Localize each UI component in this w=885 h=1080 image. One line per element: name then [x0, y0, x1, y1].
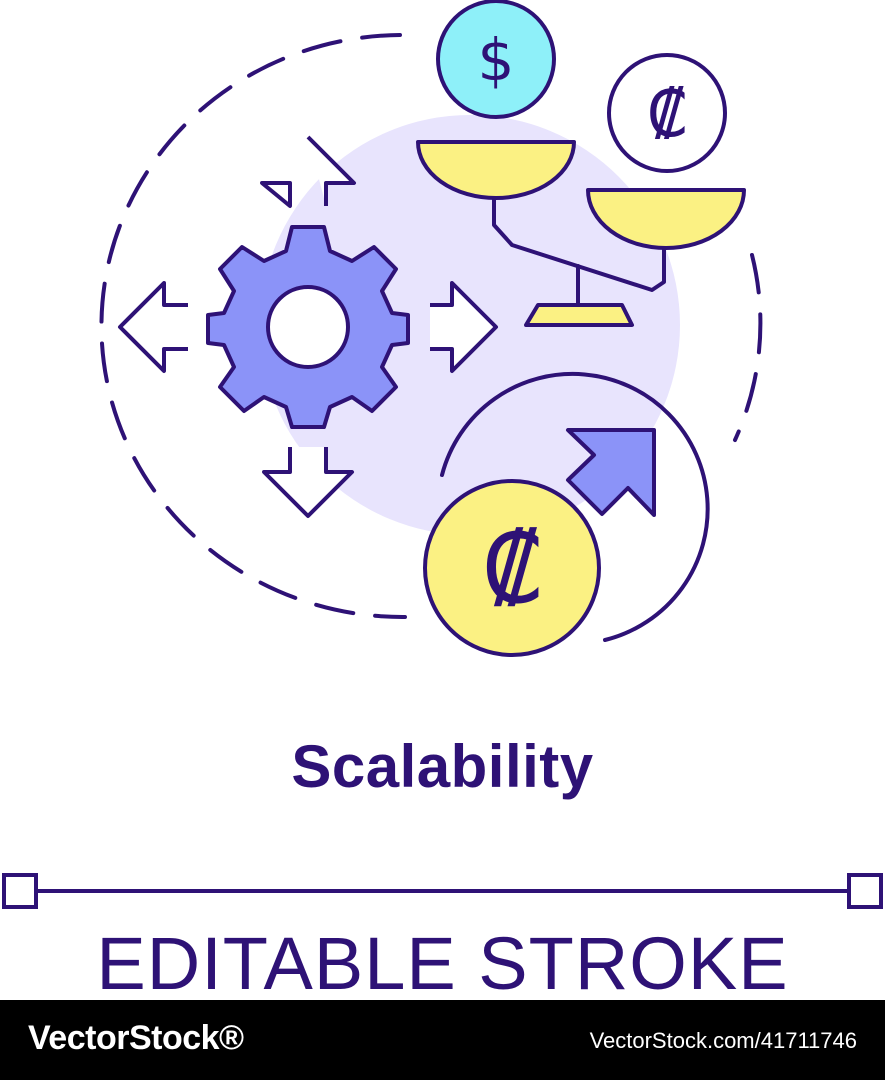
- arrow-left-icon: [118, 281, 188, 373]
- editable-stroke-label: EDITABLE STROKE: [96, 922, 789, 1005]
- arrow-right-icon: [430, 281, 498, 373]
- colon-coin-icon: ₡: [607, 53, 727, 173]
- footer-bar: VectorStock® VectorStock.com/41711746: [0, 1000, 885, 1080]
- balance-scale-icon: [416, 140, 746, 327]
- growth-arc: [440, 371, 710, 642]
- stock-id: VectorStock.com/41711746: [589, 1028, 857, 1053]
- scalability-illustration: $ ₡ ₡: [99, 0, 763, 657]
- dashed-orbit: [99, 33, 407, 620]
- arrow-up-icon: [260, 135, 356, 208]
- growth-arrow-icon: [566, 428, 656, 517]
- arrow-down-icon: [262, 447, 354, 518]
- dollar-coin-icon: $: [436, 0, 556, 119]
- svg-text:₡: ₡: [481, 513, 542, 625]
- dashed-orbit-right: [733, 253, 763, 442]
- colon-coin-large-icon: ₡: [423, 479, 601, 657]
- page-title: Scalability: [291, 733, 594, 800]
- stroke-handle-left: [2, 873, 38, 909]
- stroke-handle-right: [847, 873, 883, 909]
- svg-text:₡: ₡: [647, 78, 688, 152]
- svg-text:$: $: [478, 26, 515, 94]
- gear-icon: [206, 225, 410, 429]
- brand-logo: VectorStock®: [28, 1019, 244, 1057]
- editable-stroke-line: [2, 873, 883, 909]
